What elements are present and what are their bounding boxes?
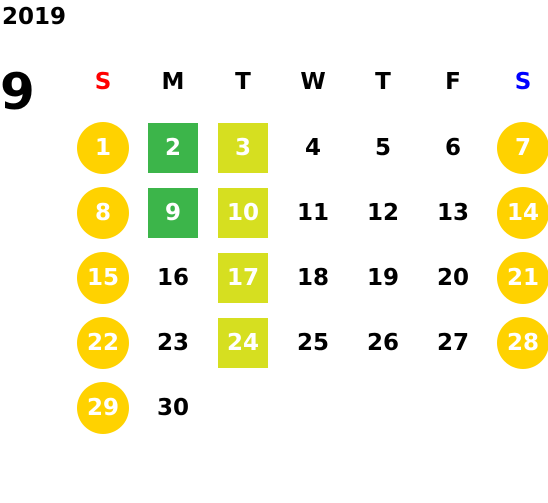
day-number: 5 (374, 135, 391, 161)
weekday-header-mon: M (161, 69, 185, 95)
day-cell[interactable]: 2 (138, 120, 208, 176)
day-cell[interactable]: 29 (68, 380, 138, 436)
day-number: 3 (218, 123, 268, 173)
week-row: 22 23 24 25 26 27 28 (68, 315, 548, 371)
day-cell[interactable]: 21 (488, 250, 548, 306)
day-cell[interactable]: 20 (418, 250, 488, 306)
weekday-header-sun: S (94, 69, 112, 95)
day-number: 29 (77, 382, 129, 434)
day-number: 12 (366, 200, 399, 226)
day-cell[interactable]: 12 (348, 185, 418, 241)
day-cell[interactable]: 24 (208, 315, 278, 371)
day-number: 22 (77, 317, 129, 369)
day-cell[interactable]: 9 (138, 185, 208, 241)
day-number: 21 (497, 252, 548, 304)
day-cell[interactable]: 4 (278, 120, 348, 176)
day-number: 23 (156, 330, 189, 356)
day-number: 14 (497, 187, 548, 239)
day-number: 8 (77, 187, 129, 239)
day-number: 16 (156, 265, 189, 291)
day-number: 24 (218, 318, 268, 368)
day-cell[interactable]: 3 (208, 120, 278, 176)
day-cell[interactable]: 7 (488, 120, 548, 176)
day-cell[interactable]: 11 (278, 185, 348, 241)
day-cell[interactable]: 19 (348, 250, 418, 306)
weekday-header-fri: F (445, 69, 461, 95)
day-number: 13 (436, 200, 469, 226)
weekday-header-sat: S (514, 69, 532, 95)
day-number: 20 (436, 265, 469, 291)
year-label: 2019 (2, 4, 67, 30)
week-row: 29 30 (68, 380, 548, 436)
day-number: 2 (148, 123, 198, 173)
day-number: 11 (296, 200, 329, 226)
week-row: 15 16 17 18 19 20 21 (68, 250, 548, 306)
day-number: 27 (436, 330, 469, 356)
month-label: 9 (0, 63, 35, 121)
day-cell[interactable]: 13 (418, 185, 488, 241)
day-number: 17 (218, 253, 268, 303)
day-number: 18 (296, 265, 329, 291)
day-cell[interactable]: 8 (68, 185, 138, 241)
weekday-header-wed: W (300, 69, 326, 95)
day-number: 9 (148, 188, 198, 238)
day-number: 7 (497, 122, 548, 174)
day-cell[interactable]: 30 (138, 380, 208, 436)
day-cell[interactable]: 22 (68, 315, 138, 371)
day-number: 26 (366, 330, 399, 356)
day-cell[interactable]: 28 (488, 315, 548, 371)
weekday-header-thu: T (375, 69, 391, 95)
day-cell[interactable]: 5 (348, 120, 418, 176)
day-cell[interactable]: 23 (138, 315, 208, 371)
day-number: 28 (497, 317, 548, 369)
day-cell[interactable]: 1 (68, 120, 138, 176)
day-cell[interactable]: 6 (418, 120, 488, 176)
day-cell[interactable]: 27 (418, 315, 488, 371)
day-number: 4 (304, 135, 321, 161)
day-cell[interactable]: 26 (348, 315, 418, 371)
weekday-header-tue: T (235, 69, 251, 95)
day-cell[interactable]: 16 (138, 250, 208, 306)
day-number: 19 (366, 265, 399, 291)
day-number: 1 (77, 122, 129, 174)
weekday-header-row: S M T W T F S (68, 62, 548, 118)
day-cell[interactable]: 14 (488, 185, 548, 241)
day-number: 25 (296, 330, 329, 356)
day-cell[interactable]: 18 (278, 250, 348, 306)
day-cell[interactable]: 17 (208, 250, 278, 306)
day-cell[interactable]: 25 (278, 315, 348, 371)
day-number: 6 (444, 135, 461, 161)
day-number: 30 (156, 395, 189, 421)
day-number: 10 (218, 188, 268, 238)
day-cell[interactable]: 15 (68, 250, 138, 306)
day-cell[interactable]: 10 (208, 185, 278, 241)
day-number: 15 (77, 252, 129, 304)
